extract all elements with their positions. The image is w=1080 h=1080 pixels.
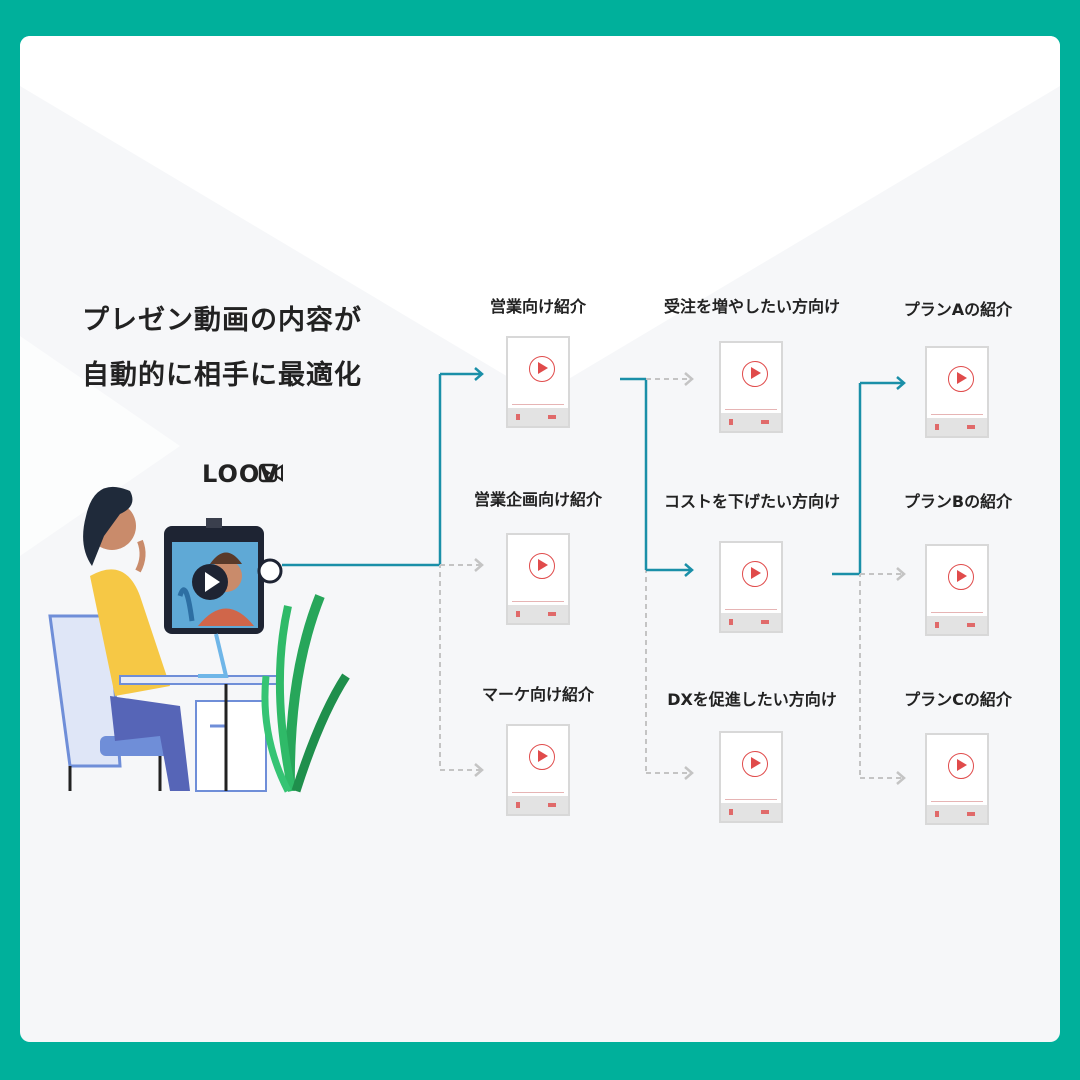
- video-thumbnail[interactable]: [925, 346, 989, 438]
- video-thumbnail[interactable]: [719, 341, 783, 433]
- play-icon: [742, 751, 768, 777]
- node-label-sales: 営業向け紹介: [489, 297, 586, 316]
- play-icon: [948, 366, 974, 392]
- caller-shirt: [198, 608, 254, 626]
- person-waving-hand: [135, 539, 146, 573]
- background-triangle: [20, 336, 180, 556]
- video-thumbnail[interactable]: [506, 724, 570, 816]
- node-label-marketing: マーケ向け紹介: [481, 685, 594, 704]
- background-chevron: [20, 36, 1060, 396]
- arrowhead: [474, 558, 484, 572]
- arrowhead: [474, 367, 484, 381]
- person-pants: [110, 696, 190, 791]
- video-thumbnail[interactable]: [925, 733, 989, 825]
- video-thumbnail[interactable]: [719, 541, 783, 633]
- arrowhead: [684, 372, 694, 386]
- webcam: [206, 518, 222, 528]
- video-thumbnail[interactable]: [506, 336, 570, 428]
- arrowhead: [684, 766, 694, 780]
- pc-tower: [195, 700, 267, 792]
- play-icon: [742, 361, 768, 387]
- play-icon: [529, 356, 555, 382]
- diagram-canvas: [20, 36, 1060, 793]
- screen-plant: [177, 587, 195, 622]
- node-label-increase-orders: 受注を増やしたい方向け: [663, 297, 840, 316]
- node-label-plan-c: プランCの紹介: [904, 690, 1012, 709]
- chair-seat: [100, 736, 170, 756]
- logo-text: LOOV: [202, 460, 280, 488]
- play-icon: [948, 564, 974, 590]
- diagram-card: プレゼン動画の内容が 自動的に相手に最適化 LOOV 営業向け紹介 営業企画向け…: [20, 36, 1060, 1042]
- headline-line-2: 自動的に相手に最適化: [82, 360, 362, 391]
- play-icon: [948, 753, 974, 779]
- play-icon: [529, 744, 555, 770]
- person-at-computer-illustration: [48, 486, 350, 793]
- node-label-promote-dx: DXを促進したい方向け: [667, 690, 837, 709]
- play-icon: [529, 553, 555, 579]
- arrowhead: [474, 763, 484, 777]
- caller-hair: [210, 552, 242, 564]
- node-label-reduce-cost: コストを下げたい方向け: [663, 492, 840, 511]
- loov-logo: LOOV: [202, 460, 279, 488]
- node-label-sales-planning: 営業企画向け紹介: [473, 490, 602, 509]
- play-icon: [742, 561, 768, 587]
- arrowhead: [684, 563, 694, 577]
- arrowhead: [896, 376, 906, 390]
- arrowhead: [896, 771, 906, 785]
- chair-back: [48, 614, 122, 768]
- monitor-stand: [198, 633, 229, 678]
- branch-connectors: [282, 367, 906, 785]
- video-thumbnail[interactable]: [506, 533, 570, 625]
- arrowhead: [896, 567, 906, 581]
- node-label-plan-b: プランBの紹介: [903, 492, 1013, 511]
- connector-node: [257, 558, 283, 584]
- person-hair: [83, 486, 133, 566]
- video-thumbnail[interactable]: [925, 544, 989, 636]
- headline-line-1: プレゼン動画の内容が: [82, 305, 362, 336]
- person-sweater: [90, 569, 170, 696]
- video-thumbnail[interactable]: [719, 731, 783, 823]
- node-label-plan-a: プランAの紹介: [903, 300, 1013, 319]
- video-camera-icon: [258, 463, 283, 483]
